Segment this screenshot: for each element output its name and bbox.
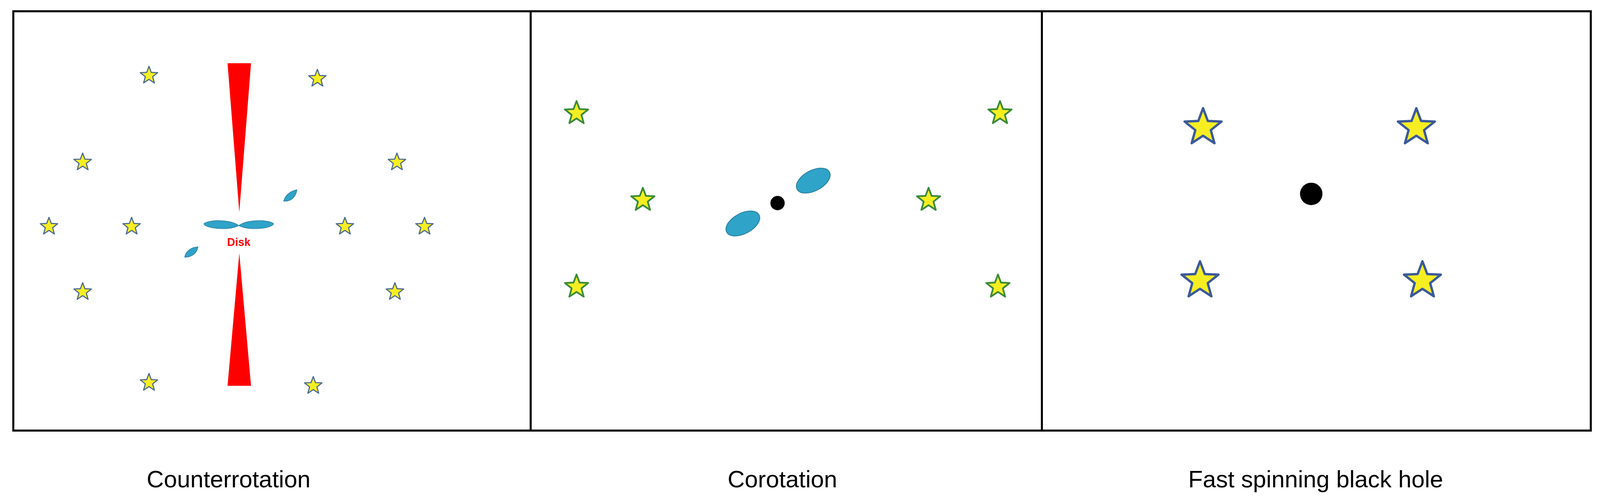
star bbox=[988, 100, 1012, 123]
star bbox=[1181, 260, 1219, 297]
star bbox=[122, 217, 141, 234]
black-hole bbox=[1300, 182, 1323, 206]
star bbox=[140, 373, 158, 390]
star bbox=[304, 376, 322, 394]
star bbox=[631, 187, 655, 210]
disk-lobe bbox=[238, 220, 274, 229]
fast-spin-art bbox=[1181, 108, 1441, 297]
jet bbox=[227, 252, 252, 386]
star bbox=[336, 217, 354, 234]
star bbox=[564, 274, 589, 297]
star bbox=[73, 282, 92, 300]
star bbox=[986, 274, 1010, 297]
star bbox=[40, 217, 58, 234]
star bbox=[564, 100, 589, 123]
figure-panel: Corotation bbox=[529, 10, 1043, 432]
figure-panel: Counterrotation bbox=[12, 10, 532, 432]
gas-cloud bbox=[721, 205, 764, 241]
gas-blob bbox=[184, 247, 198, 258]
jet bbox=[227, 63, 252, 213]
star bbox=[140, 66, 158, 84]
disk-label: Disk bbox=[226, 235, 251, 249]
figure-panel: Fast spinning black hole bbox=[1040, 10, 1592, 432]
star bbox=[916, 187, 941, 210]
panel-caption: Fast spinning black hole bbox=[1188, 464, 1444, 493]
star bbox=[73, 152, 92, 170]
black-hole bbox=[770, 195, 785, 211]
accretion-disk bbox=[184, 189, 297, 257]
panel-caption: Counterrotation bbox=[146, 464, 311, 493]
star bbox=[308, 69, 327, 87]
corotation-art bbox=[564, 100, 1012, 297]
star bbox=[1184, 108, 1222, 144]
panel-caption: Corotation bbox=[727, 464, 838, 493]
gas-blob bbox=[283, 189, 297, 202]
disk-lobe bbox=[203, 220, 239, 229]
gas-cloud bbox=[792, 163, 835, 199]
star bbox=[1404, 260, 1442, 297]
star bbox=[388, 152, 406, 170]
star bbox=[386, 282, 404, 300]
star bbox=[1398, 108, 1435, 144]
star bbox=[415, 217, 434, 234]
